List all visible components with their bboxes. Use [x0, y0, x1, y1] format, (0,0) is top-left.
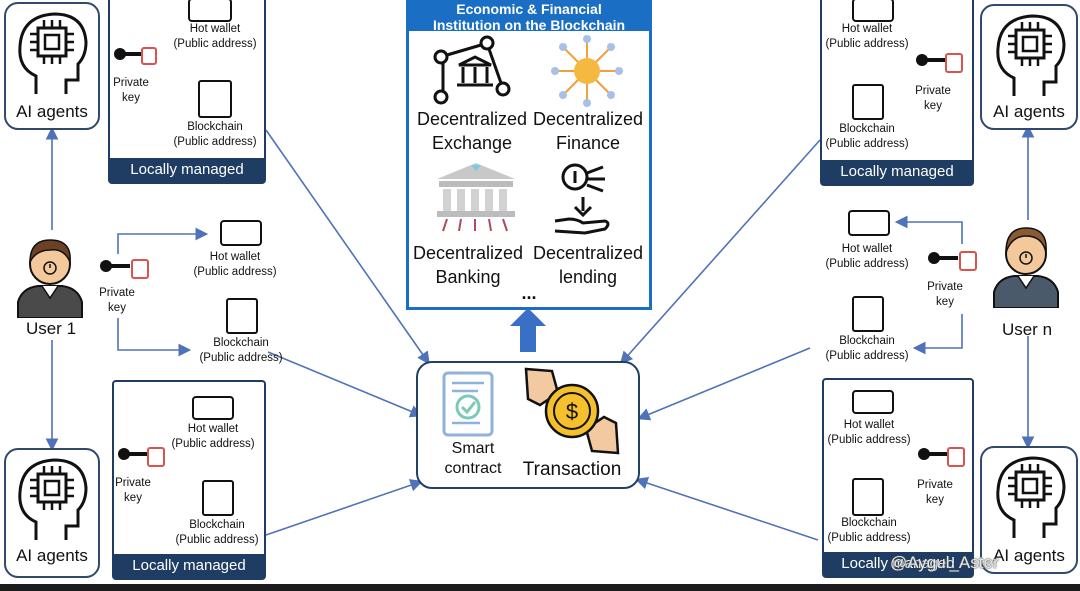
private-key-icon	[112, 42, 160, 66]
ai-agents-label: AI agents	[16, 102, 88, 121]
private-key-icon	[116, 440, 168, 468]
blockchain-icon	[852, 296, 884, 332]
hot-wallet-icon	[188, 0, 232, 22]
hot-wallet-label: Hot wallet(Public address)	[825, 23, 909, 50]
locally-managed-bar: Locally managed	[114, 554, 264, 578]
lending-hand-icon	[554, 163, 610, 235]
ai-agent-box-right-top: AI agents	[980, 4, 1078, 130]
hot-wallet-label: Hot wallet(Public address)	[825, 243, 909, 270]
blockchain-label: Blockchain(Public address)	[175, 519, 259, 546]
user-1-label: User 1	[25, 319, 77, 338]
ai-agents-label: AI agents	[993, 546, 1065, 565]
locally-managed-bar: Locally managed	[824, 552, 972, 576]
ellipsis-label: ...	[521, 283, 537, 303]
svg-text:$: $	[566, 399, 578, 424]
transaction-coin-icon: $	[524, 367, 620, 455]
ai-head-chip-icon	[18, 458, 88, 540]
blockchain-icon	[198, 80, 232, 118]
wallet-panel-left-top: Locally managed	[108, 0, 266, 184]
hot-wallet-icon	[192, 396, 234, 420]
ai-agent-box-left-top: AI agents	[4, 2, 100, 130]
ai-agent-box-left-bottom: AI agents	[4, 448, 100, 578]
exchange-network-icon	[433, 35, 511, 105]
finance-network-icon	[551, 35, 623, 107]
user-avatar-icon	[993, 227, 1059, 308]
blockchain-icon	[852, 478, 884, 516]
bottom-band	[0, 584, 1080, 591]
bank-icon	[437, 163, 515, 232]
hot-wallet-label: Hot wallet(Public address)	[193, 251, 277, 278]
wallet-panel-right-bottom: Locally managed	[822, 378, 974, 578]
hot-wallet-icon	[852, 390, 894, 414]
blockchain-label: Blockchain(Public address)	[825, 123, 909, 150]
hot-wallet-icon	[852, 0, 894, 22]
locally-managed-bar: Locally managed	[822, 160, 972, 184]
blockchain-icon	[202, 480, 234, 516]
blockchain-label: Blockchain(Public address)	[825, 335, 909, 362]
wallet-panel-right-top: Locally managed	[820, 0, 974, 186]
smart-contract-icon	[442, 371, 494, 437]
ai-head-chip-icon	[996, 14, 1066, 96]
blockchain-icon	[226, 298, 258, 334]
user-avatar-icon	[17, 239, 83, 318]
private-key-icon	[916, 440, 968, 468]
hot-wallet-label: Hot wallet(Public address)	[173, 23, 257, 50]
private-key-icon	[98, 252, 152, 279]
ai-head-chip-icon	[996, 456, 1066, 538]
blockchain-label: Blockchain(Public address)	[199, 337, 283, 364]
ai-head-chip-icon	[18, 12, 88, 94]
ai-agent-box-right-bottom: AI agents	[980, 446, 1078, 574]
user-n-label: User n	[1001, 320, 1053, 339]
private-key-icon	[914, 46, 966, 74]
locally-managed-bar: Locally managed	[110, 158, 264, 182]
transaction-label: Transaction	[522, 459, 622, 480]
ai-agents-label: AI agents	[993, 102, 1065, 121]
wallet-panel-left-bottom: Locally managed	[112, 380, 266, 580]
ai-agents-label: AI agents	[16, 546, 88, 565]
watermark: @Aygul_Aster	[890, 553, 999, 572]
blockchain-icon	[852, 84, 884, 120]
blockchain-label: Blockchain(Public address)	[173, 121, 257, 148]
hot-wallet-label: Hot wallet(Public address)	[827, 419, 911, 446]
hot-wallet-icon	[220, 220, 262, 246]
hot-wallet-icon	[848, 210, 890, 236]
private-key-icon	[926, 244, 980, 272]
hot-wallet-label: Hot wallet(Public address)	[171, 423, 255, 450]
blockchain-label: Blockchain(Public address)	[827, 517, 911, 544]
